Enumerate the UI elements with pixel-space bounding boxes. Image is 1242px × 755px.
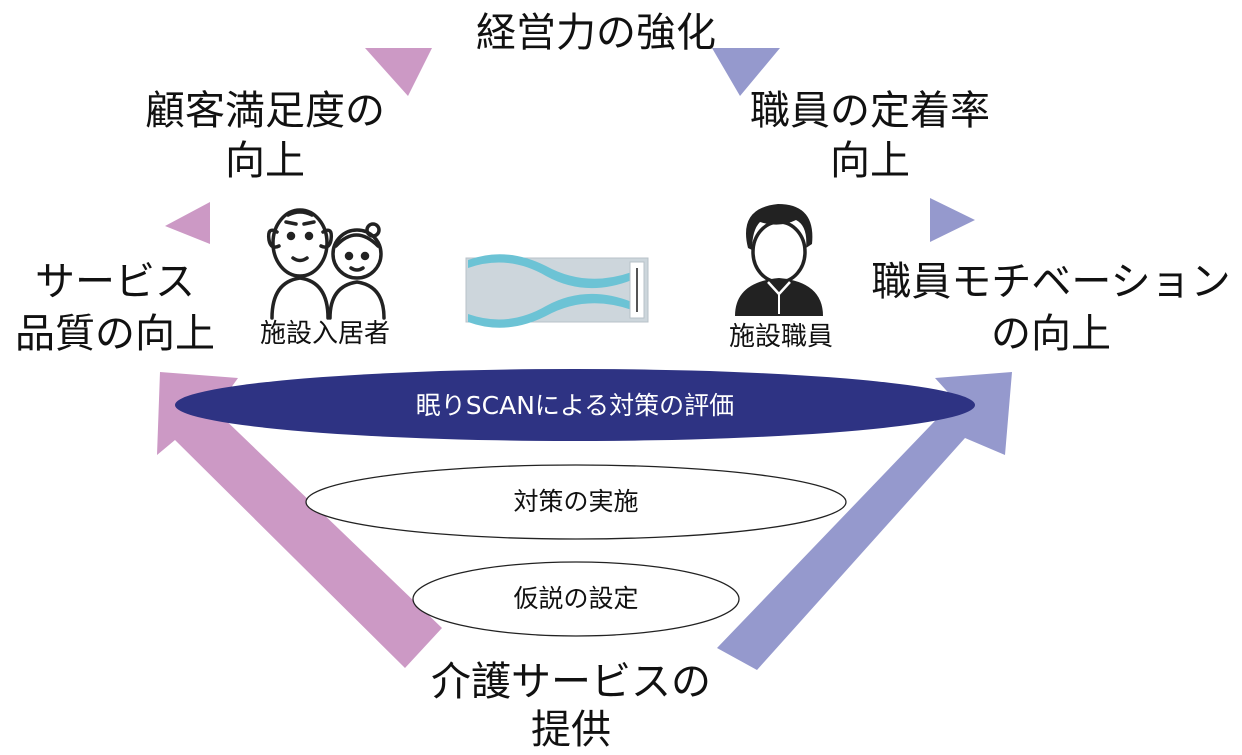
staff-person-icon: [735, 204, 823, 316]
right-upper-triangle: [712, 48, 780, 96]
left-upper-triangle: [365, 48, 432, 96]
left-upper-label: 顧客満足度の 向上: [145, 88, 385, 184]
implement-label: 対策の実施: [513, 487, 638, 516]
left-lower-triangle: [165, 202, 210, 244]
residents-label: 施設入居者: [259, 319, 390, 349]
sleep-sensor-device-icon: [465, 254, 649, 328]
evaluate-label: 眠りSCANによる対策の評価: [416, 391, 734, 420]
right-lower-triangle: [930, 198, 975, 242]
implement-ellipse: [305, 464, 847, 540]
right-lower-label: 職員モチベーション の向上: [871, 259, 1231, 357]
evaluate-ellipse: [175, 369, 975, 441]
right-big-arrow: [717, 372, 1012, 670]
hypothesis-ellipse: [412, 561, 740, 637]
elderly-residents-icon: [266, 208, 386, 320]
left-big-arrow: [157, 372, 442, 668]
staff-label: 施設職員: [728, 322, 833, 352]
hypothesis-label: 仮説の設定: [513, 584, 638, 613]
right-upper-label: 職員の定着率 向上: [750, 88, 990, 184]
left-lower-label: サービス 品質の向上: [15, 259, 215, 357]
bottom-label: 介護サービスの 提供: [431, 659, 711, 753]
top-goal-label: 経営力の強化: [476, 10, 716, 56]
